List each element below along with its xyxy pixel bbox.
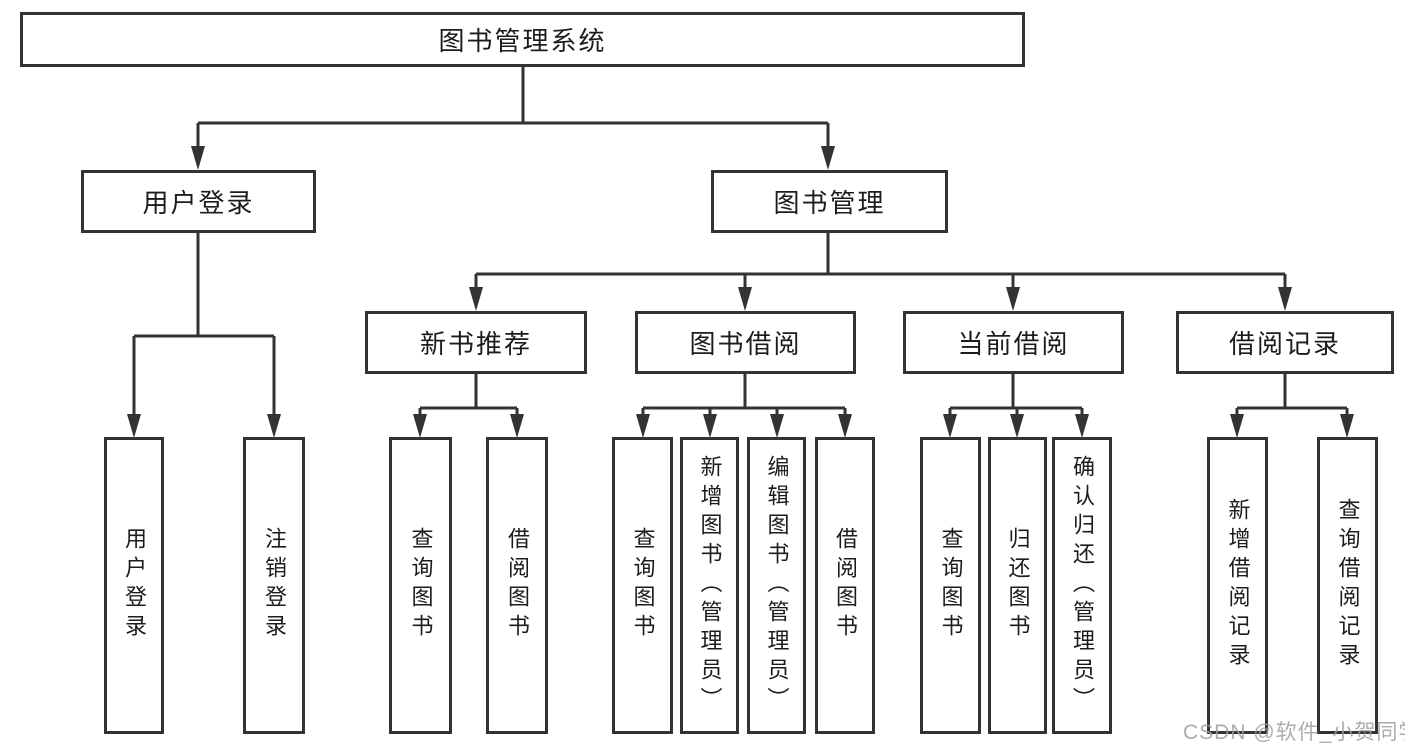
arrow-down-icon <box>510 414 524 438</box>
arrowheads <box>127 146 1354 438</box>
connector-user-login-to-leaves <box>132 232 276 422</box>
arrow-down-icon <box>738 287 752 311</box>
arrow-down-icon <box>1006 287 1020 311</box>
node-label: 归还图书 <box>1005 527 1031 644</box>
node-label: 借阅图书 <box>505 527 530 644</box>
leaf-return-books: 归还图书 <box>988 437 1047 734</box>
leaf-confirm-return-admin: 确认归还（管理员） <box>1052 437 1112 734</box>
arrow-down-icon <box>1230 414 1244 438</box>
leaf-user-login: 用户登录 <box>104 437 164 734</box>
node-label: 图书借阅 <box>689 329 802 359</box>
leaf-edit-books-admin: 编辑图书（管理员） <box>747 437 806 734</box>
node-label: 新书推荐 <box>419 329 532 359</box>
watermark-text: CSDN @软件_小贺同学 <box>1183 721 1405 744</box>
node-label: 新增借阅记录 <box>1225 498 1251 673</box>
connector-records-to-leaves <box>1235 374 1349 422</box>
connector-recommend-to-leaves <box>418 374 519 422</box>
arrow-down-icon <box>469 287 483 311</box>
arrow-down-icon <box>838 414 852 438</box>
node-label: 图书管理 <box>773 188 886 218</box>
arrow-down-icon <box>1278 287 1292 311</box>
node-label: 当前借阅 <box>957 329 1070 359</box>
node-label: 查询图书 <box>630 527 656 644</box>
connector-book-mgmt-to-level3 <box>474 232 1287 295</box>
connector-root-to-level2 <box>196 66 830 154</box>
arrow-down-icon <box>191 146 205 170</box>
node-label: 注销登录 <box>262 527 287 644</box>
arrow-down-icon <box>413 414 427 438</box>
leaf-query-borrow-record: 查询借阅记录 <box>1317 437 1378 734</box>
leaf-query-books-current: 查询图书 <box>920 437 981 734</box>
arrow-down-icon <box>821 146 835 170</box>
node-label: 图书管理系统 <box>438 26 607 56</box>
node-book-management: 图书管理 <box>711 170 948 233</box>
node-label: 查询图书 <box>408 527 434 644</box>
node-label: 新增图书（管理员） <box>697 454 723 717</box>
node-label: 查询图书 <box>938 527 964 644</box>
leaf-logout: 注销登录 <box>243 437 305 734</box>
node-label: 用户登录 <box>142 188 255 218</box>
node-label: 借阅记录 <box>1228 329 1341 359</box>
arrow-down-icon <box>636 414 650 438</box>
arrow-down-icon <box>943 414 957 438</box>
arrow-down-icon <box>1010 414 1024 438</box>
node-book-borrowing: 图书借阅 <box>635 311 856 374</box>
leaf-borrow-books-recommend: 借阅图书 <box>486 437 548 734</box>
node-root-library-system: 图书管理系统 <box>20 12 1025 67</box>
node-label: 查询借阅记录 <box>1335 498 1361 673</box>
leaf-borrow-books: 借阅图书 <box>815 437 875 734</box>
leaf-add-books-admin: 新增图书（管理员） <box>680 437 739 734</box>
node-label: 用户登录 <box>122 527 147 644</box>
arrow-down-icon <box>1340 414 1354 438</box>
node-user-login: 用户登录 <box>81 170 316 233</box>
arrow-down-icon <box>127 414 141 438</box>
connector-lines <box>132 66 1349 422</box>
node-borrow-records: 借阅记录 <box>1176 311 1394 374</box>
arrow-down-icon <box>703 414 717 438</box>
leaf-add-borrow-record: 新增借阅记录 <box>1207 437 1268 734</box>
leaf-query-books-borrow: 查询图书 <box>612 437 673 734</box>
node-new-book-recommend: 新书推荐 <box>365 311 587 374</box>
node-label: 编辑图书（管理员） <box>764 454 790 717</box>
arrow-down-icon <box>770 414 784 438</box>
node-label: 借阅图书 <box>833 527 858 644</box>
connector-borrow-to-leaves <box>641 374 847 422</box>
node-label: 确认归还（管理员） <box>1070 454 1095 717</box>
node-current-borrowing: 当前借阅 <box>903 311 1124 374</box>
leaf-query-books-recommend: 查询图书 <box>389 437 452 734</box>
arrow-down-icon <box>1075 414 1089 438</box>
arrow-down-icon <box>267 414 281 438</box>
